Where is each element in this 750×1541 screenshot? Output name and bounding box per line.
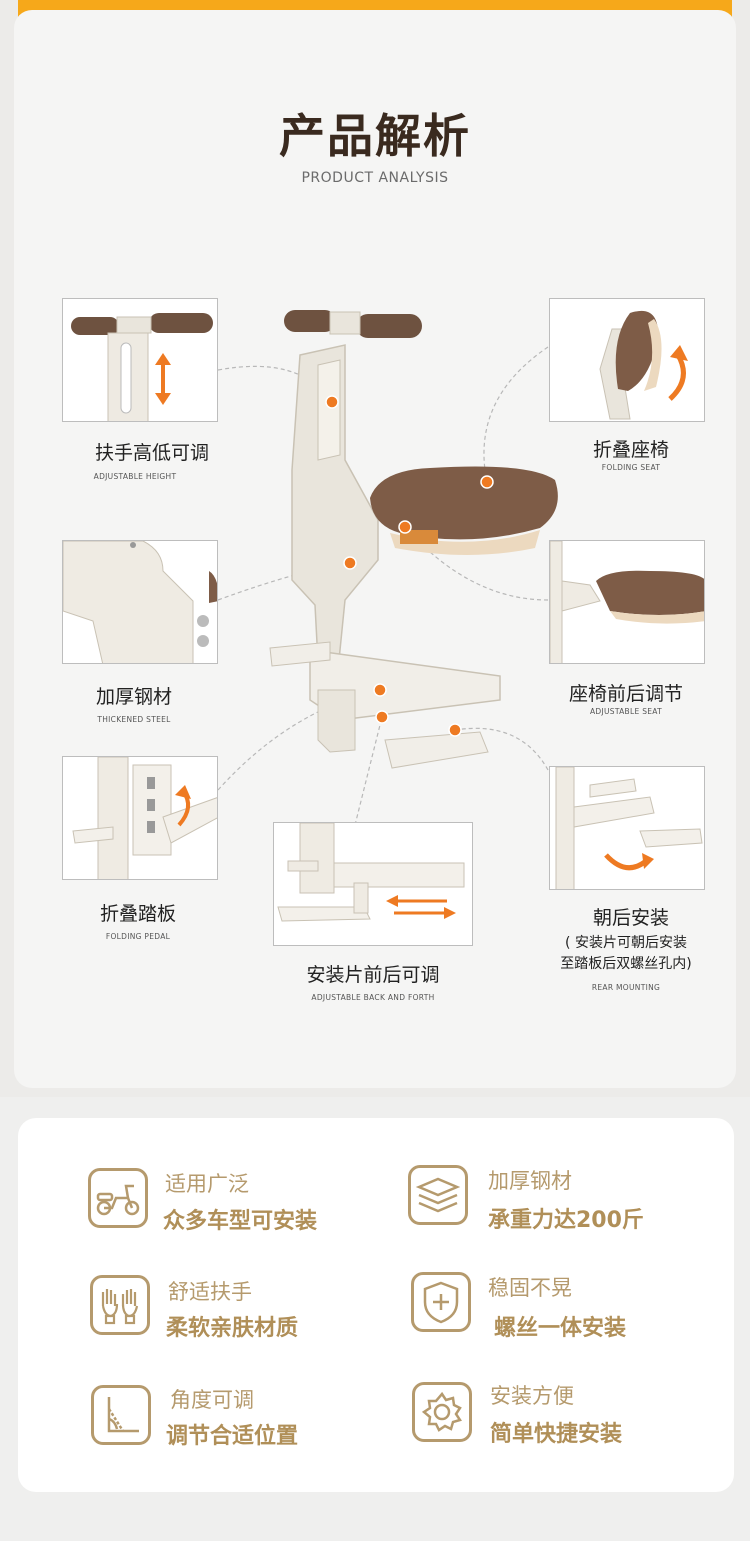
feature-note-line: 至踏板后双螺丝孔内): [560, 956, 692, 972]
photo-adjustable-height: [62, 298, 218, 422]
gear-icon: [412, 1382, 472, 1442]
product-illustration: [217, 310, 558, 826]
feature-subtitle: ADJUSTABLE BACK AND FORTH: [311, 993, 435, 1002]
feature-title: 折叠踏板: [99, 903, 176, 925]
benefit-line2: 柔软亲肤材质: [166, 1316, 299, 1341]
shield-plus-icon: [411, 1272, 471, 1332]
feature-title: 座椅前后调节: [568, 683, 683, 705]
feature-subtitle: FOLDING SEAT: [601, 463, 661, 472]
benefit-line2: 简单快捷安装: [490, 1422, 623, 1447]
feature-subtitle: FOLDING PEDAL: [105, 932, 171, 941]
page-title: 产品解析: [279, 109, 471, 163]
page-subtitle: PRODUCT ANALYSIS: [301, 170, 449, 186]
angle-icon: [91, 1385, 151, 1445]
benefit-line2: 调节合适位置: [166, 1424, 299, 1449]
feature-title: 折叠座椅: [592, 439, 669, 461]
benefit-line1: 安装方便: [490, 1384, 574, 1408]
benefit-line1: 加厚钢材: [488, 1169, 572, 1193]
feature-title: 安装片前后可调: [306, 964, 440, 986]
gloves-icon: [90, 1275, 150, 1335]
feature-title: 扶手高低可调: [94, 442, 209, 464]
photo-thickened-steel: [62, 540, 218, 664]
feature-title: 朝后安装: [592, 907, 669, 929]
benefit-line1: 角度可调: [170, 1388, 254, 1412]
benefit-line2: 承重力达200斤: [488, 1208, 644, 1233]
benefit-line2: 螺丝一体安装: [494, 1316, 627, 1341]
photo-adjustable-seat: [549, 540, 705, 664]
feature-subtitle: ADJUSTABLE HEIGHT: [93, 472, 177, 481]
photo-folding-seat: [549, 298, 705, 422]
benefit-line2: 众多车型可安装: [163, 1209, 318, 1234]
photo-rear-mounting: [549, 766, 705, 890]
photo-folding-pedal: [62, 756, 218, 880]
benefits-card: [18, 1118, 734, 1492]
feature-note-line: ( 安装片可朝后安装: [565, 935, 687, 951]
feature-subtitle: REAR MOUNTING: [591, 983, 661, 992]
benefit-line1: 稳固不晃: [488, 1276, 572, 1300]
benefit-line1: 舒适扶手: [168, 1280, 252, 1304]
benefit-line1: 适用广泛: [165, 1172, 249, 1196]
feature-title: 加厚钢材: [95, 686, 172, 708]
photo-adjustable-back-forth: [273, 822, 473, 946]
stacked-layers-icon: [408, 1165, 468, 1225]
feature-subtitle: THICKENED STEEL: [97, 715, 171, 724]
scooter-icon: [88, 1168, 148, 1228]
feature-subtitle: ADJUSTABLE SEAT: [589, 707, 663, 716]
